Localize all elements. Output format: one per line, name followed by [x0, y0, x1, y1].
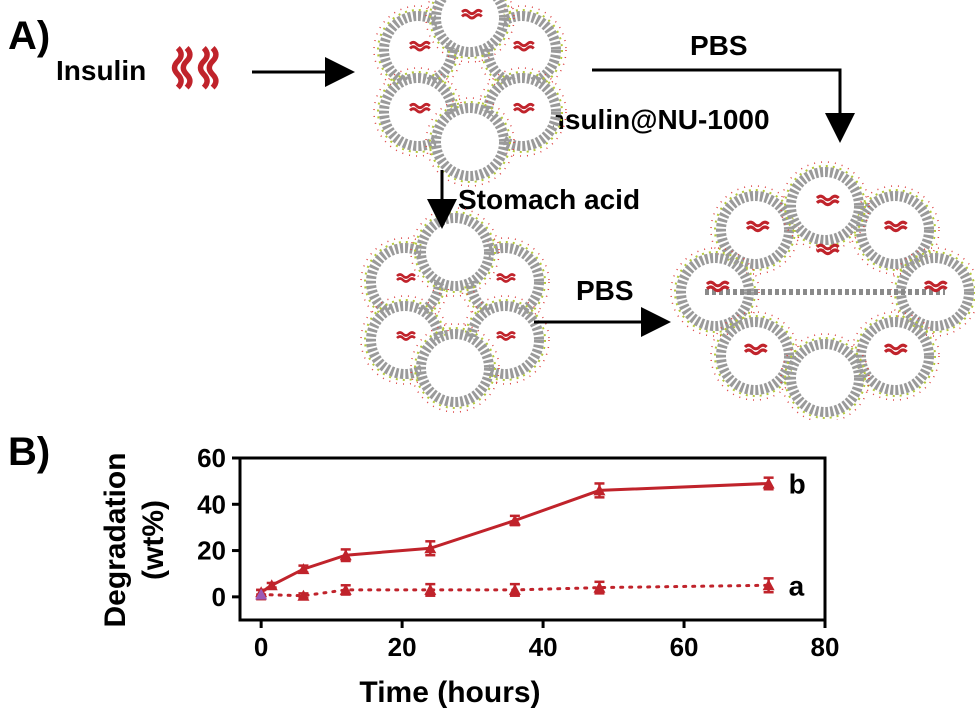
series-a: a — [255, 570, 805, 601]
x-axis-label: Time (hours) — [359, 676, 540, 709]
data-point — [339, 583, 352, 595]
y-axis-label-line2: (wt%) — [137, 500, 170, 580]
x-tick-label: 40 — [529, 632, 558, 662]
data-point — [762, 477, 775, 489]
data-point — [424, 542, 437, 554]
y-tick-label: 60 — [197, 443, 226, 473]
data-point — [255, 588, 268, 600]
insulin-mof-label: Insulin@NU-1000 — [540, 104, 770, 135]
scheme-diagram — [0, 0, 975, 420]
data-point — [508, 583, 521, 595]
x-tick-label: 20 — [388, 632, 417, 662]
y-tick-label: 20 — [197, 536, 226, 566]
plot-frame — [238, 456, 827, 622]
y-axis-label-line1: Degradation — [99, 452, 132, 627]
pbs-top-label: PBS — [690, 30, 748, 61]
y-tick-label: 0 — [212, 582, 226, 612]
arrow-pbs-direct — [592, 68, 855, 143]
panel-b-label: B) — [8, 430, 51, 474]
data-point — [762, 579, 775, 591]
stomach-acid-label: Stomach acid — [458, 184, 641, 215]
data-point — [297, 589, 310, 601]
data-point — [508, 514, 521, 526]
series-label-b: b — [789, 468, 806, 499]
data-point — [265, 579, 278, 591]
y-tick-label: 40 — [197, 489, 226, 519]
insulin-label: Insulin — [56, 55, 147, 86]
series-b: b — [255, 468, 806, 598]
x-tick-label: 80 — [811, 632, 840, 662]
series-line — [259, 481, 771, 594]
mof-released-icon — [671, 162, 975, 420]
x-tick-label: 60 — [670, 632, 699, 662]
data-point — [424, 583, 437, 595]
pbs-bottom-label: PBS — [576, 275, 634, 306]
data-point — [593, 581, 606, 593]
panel-a-label: A) — [8, 14, 51, 58]
chart-series: ba — [255, 468, 806, 601]
chart-axes: 0 20 40 60 80 0 20 40 60 — [197, 443, 839, 662]
data-point — [297, 563, 310, 575]
data-point — [593, 484, 606, 496]
data-point — [339, 549, 352, 561]
series-label-a: a — [789, 570, 805, 601]
x-tick-label: 0 — [254, 632, 268, 662]
